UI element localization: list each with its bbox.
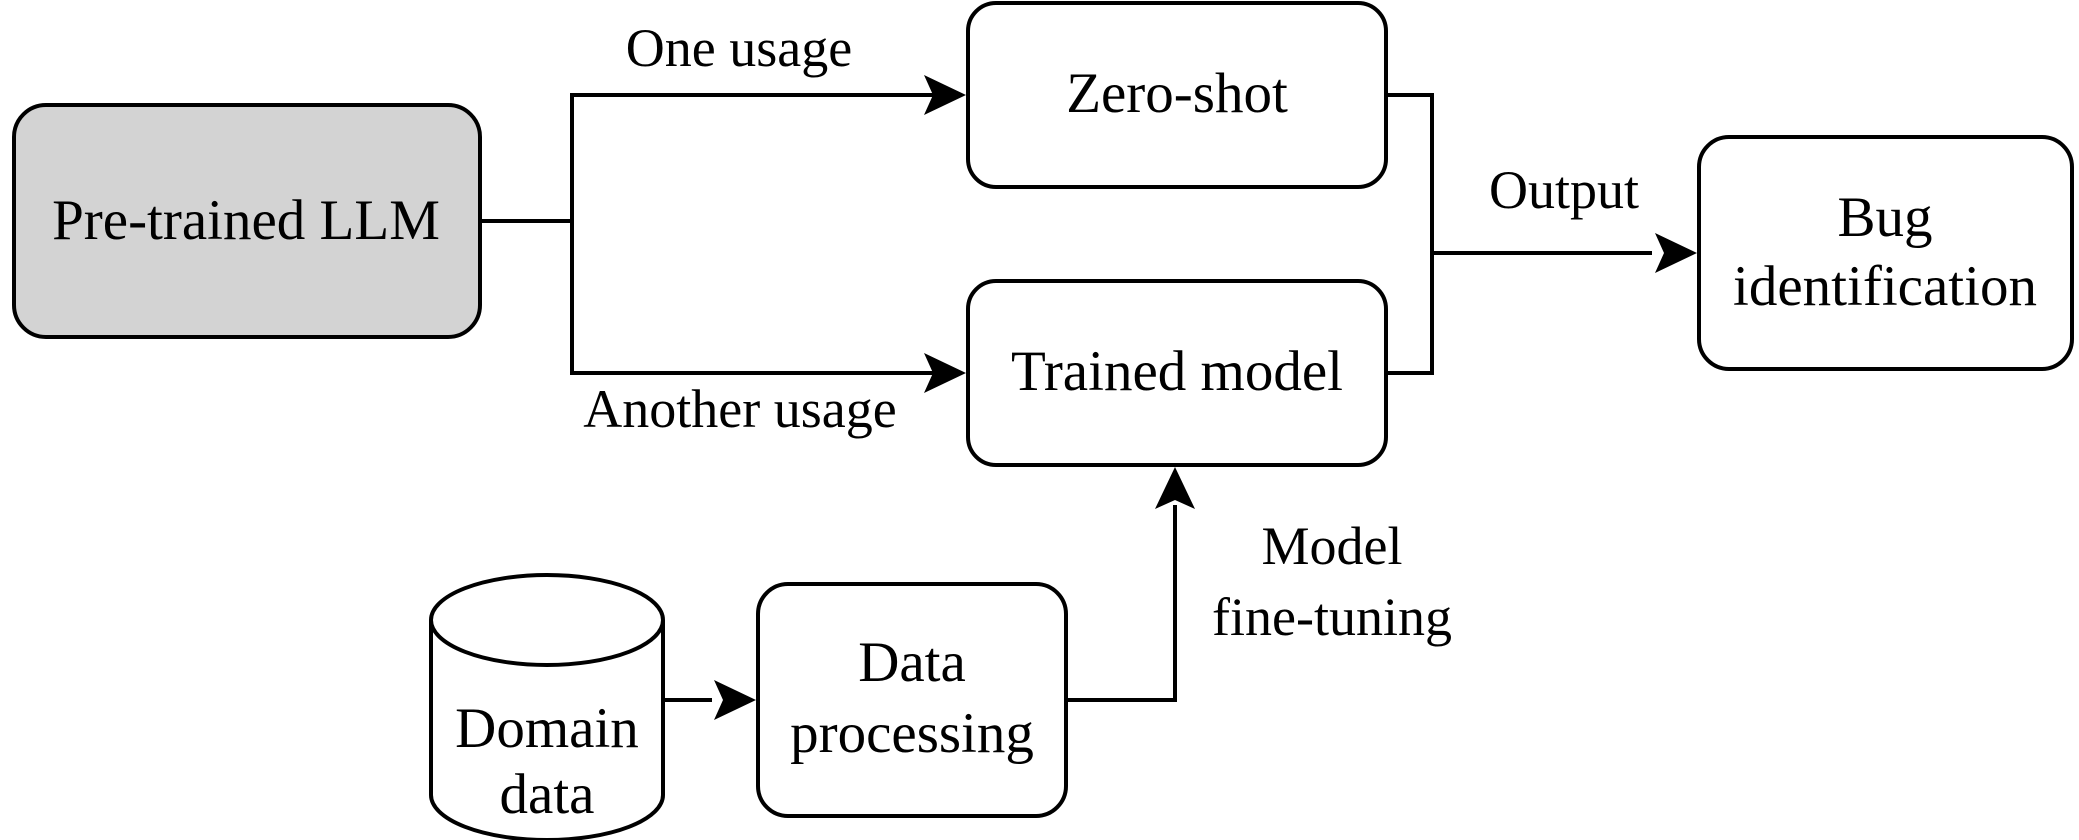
node-data-processing: Data processing [756,582,1068,818]
node-data-processing-box [756,582,1068,818]
node-pretrained-llm: Pre-trained LLM [12,103,482,339]
node-domain-data-cylinder [429,573,665,840]
node-pretrained-llm-label: Pre-trained LLM [52,189,440,252]
node-domain-data: Domain data [429,573,665,840]
edge-label-another-usage: Another usage [583,379,896,439]
arrowhead-zero-shot [924,75,966,115]
node-trained-model-box [966,279,1388,467]
node-domain-data-line2: data [500,763,595,826]
node-trained-model: Trained model [966,279,1388,467]
node-bug-identification-box [1697,135,2074,371]
arrowhead-fine-tuning [1155,467,1195,509]
node-zero-shot-box [966,1,1388,189]
connector-llm-branch [481,93,938,223]
node-pretrained-llm-box [12,103,482,339]
node-zero-shot-label: Zero-shot [1066,62,1288,125]
edge-label-fine-tuning-line2: fine-tuning [1212,587,1452,647]
connector-fine-tuning [1067,505,1177,702]
node-bug-identification-line1: Bug [1837,186,1932,249]
arrowhead-bug-identification [1655,233,1697,273]
edge-label-one-usage: One usage [626,18,852,78]
node-zero-shot: Zero-shot [966,1,1388,189]
arrowheads [714,75,1697,720]
node-domain-data-line1: Domain [455,697,639,760]
connectors [481,93,1652,702]
arrowhead-data-processing [714,680,756,720]
node-data-processing-line1: Data [858,631,966,694]
node-data-processing-line2: processing [790,702,1034,765]
edge-label-fine-tuning-line1: Model [1262,516,1403,576]
connector-zero-shot-merge [1388,93,1434,375]
edge-label-output: Output [1489,160,1639,220]
node-domain-data-rim [429,619,665,667]
connector-llm-trained [570,221,938,375]
node-bug-identification-line2: identification [1733,255,2037,318]
arrowhead-trained-model [924,353,966,393]
node-trained-model-label: Trained model [1011,340,1343,403]
node-bug-identification: Bug identification [1697,135,2074,371]
